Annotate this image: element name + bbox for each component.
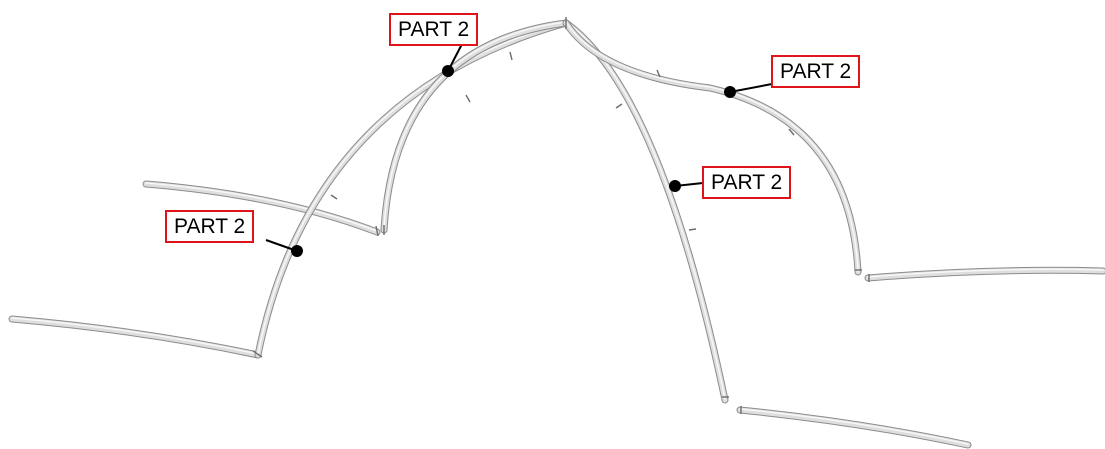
callout-label-left: PART 2 bbox=[165, 210, 255, 243]
marker-dot-right bbox=[724, 86, 736, 98]
callout-label-top: PART 2 bbox=[389, 13, 479, 46]
marker-dot-middle bbox=[669, 180, 681, 192]
marker-dot-left bbox=[291, 245, 303, 257]
callout-label-right: PART 2 bbox=[771, 55, 861, 88]
tube-left-lower bbox=[8, 315, 262, 359]
tube-joints bbox=[252, 17, 870, 414]
leader-line-right bbox=[729, 83, 773, 93]
tube-right-upper bbox=[864, 266, 1105, 282]
marker-dot-top bbox=[442, 65, 454, 77]
tube-arch-inner bbox=[380, 19, 570, 234]
tube-left-upper bbox=[142, 180, 381, 236]
callout-label-middle: PART 2 bbox=[702, 166, 792, 199]
tube-arch-long bbox=[254, 19, 570, 359]
tube-right-lower bbox=[736, 406, 972, 449]
